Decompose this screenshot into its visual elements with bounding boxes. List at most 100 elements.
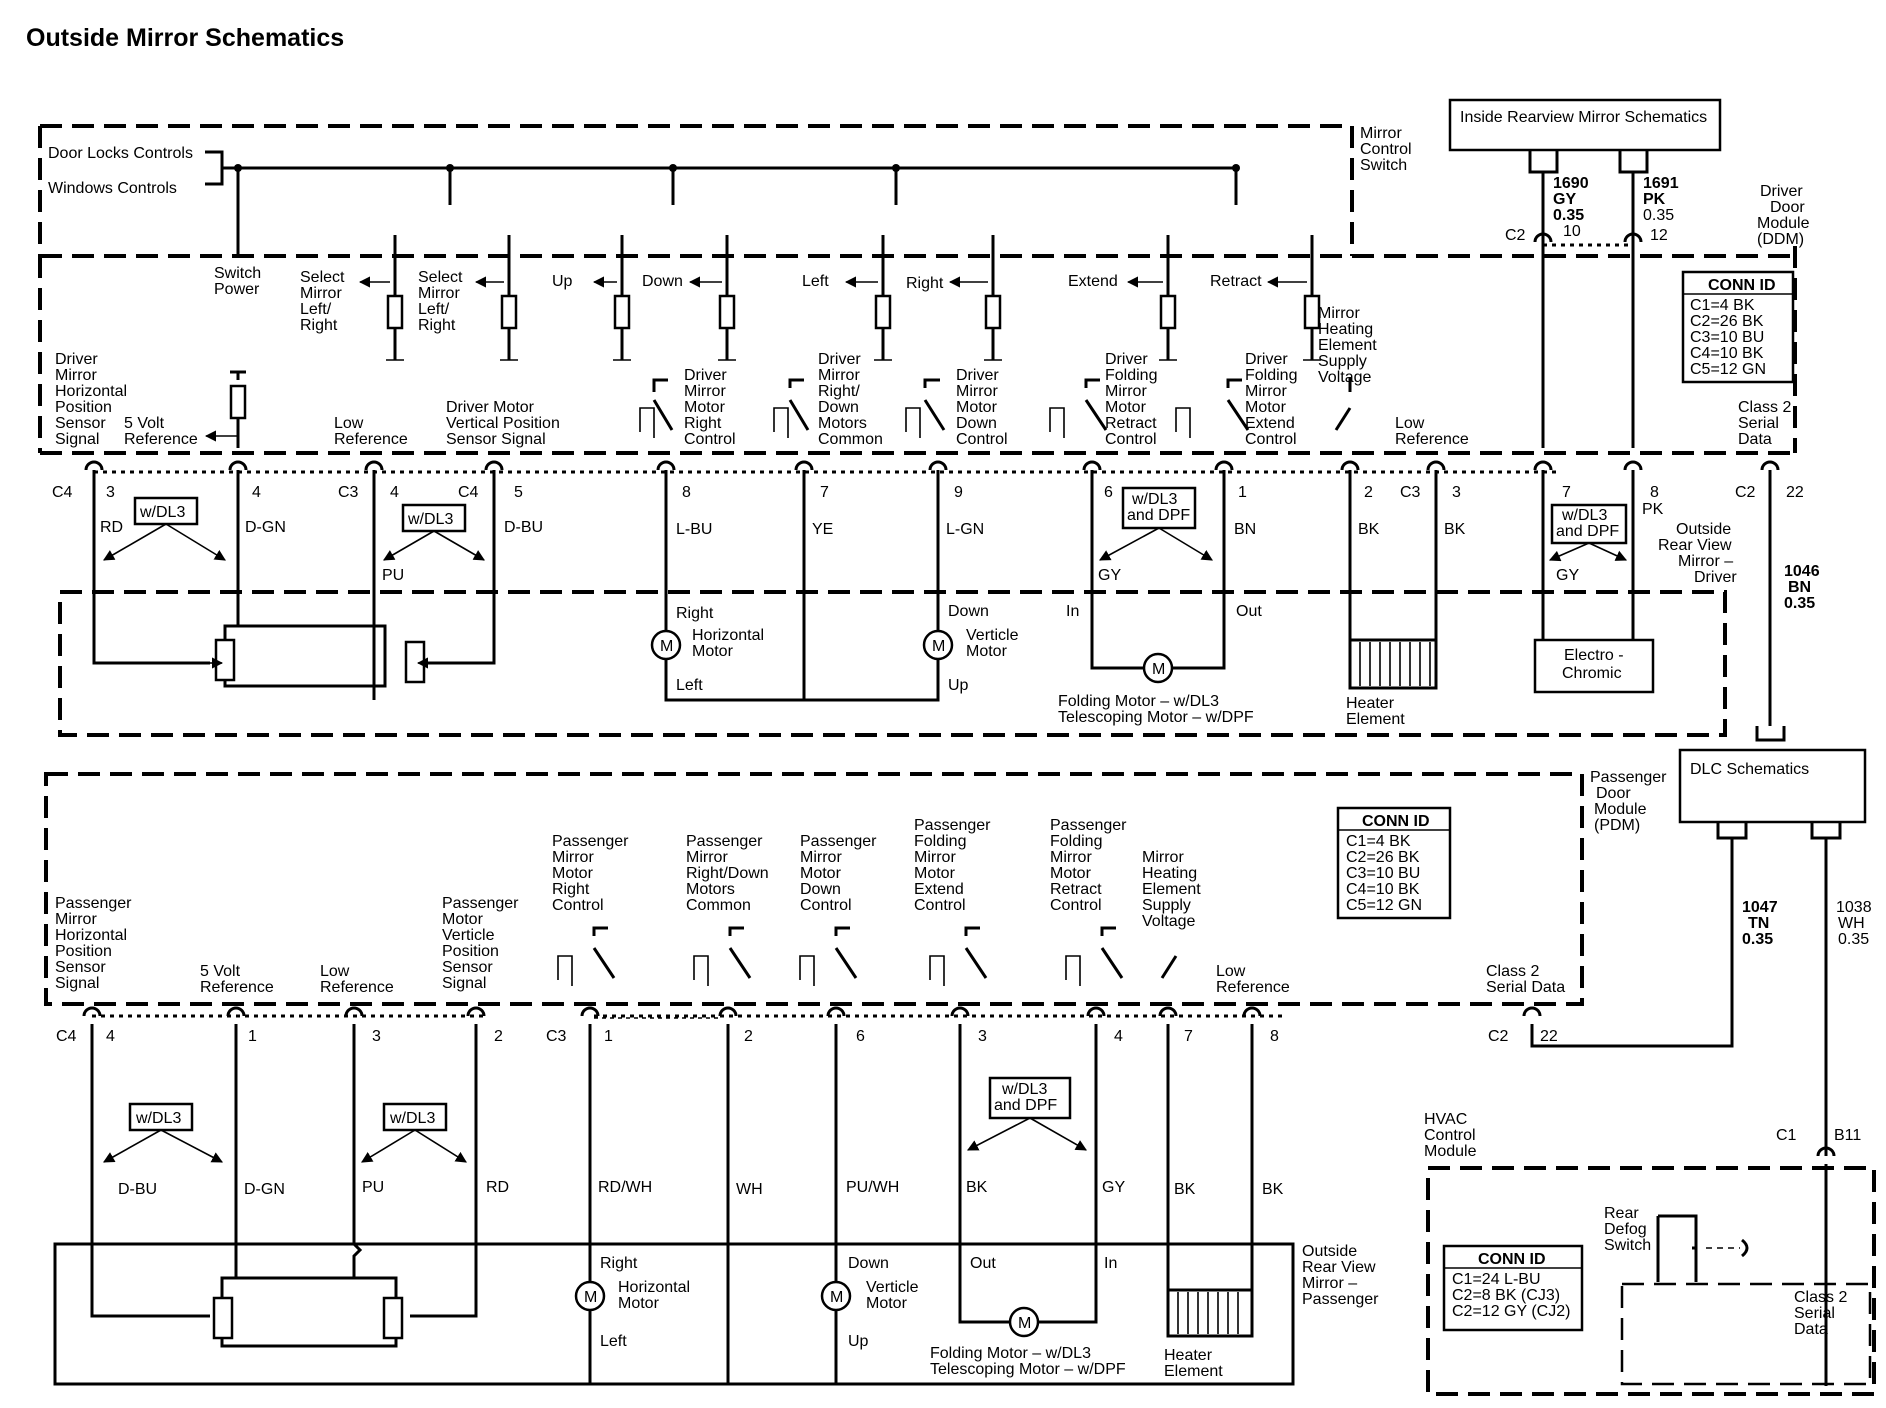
svg-text:BK: BK bbox=[1444, 521, 1466, 538]
svg-text:Motor: Motor bbox=[800, 865, 842, 882]
svg-text:Heating: Heating bbox=[1142, 865, 1197, 882]
svg-text:C3: C3 bbox=[1400, 484, 1421, 501]
svg-text:Motor: Motor bbox=[684, 399, 726, 416]
svg-text:Retract: Retract bbox=[1210, 273, 1262, 290]
svg-text:C1=4 BK: C1=4 BK bbox=[1346, 833, 1411, 850]
svg-text:Control: Control bbox=[552, 897, 604, 914]
passenger-wires: M M M bbox=[90, 1024, 1254, 1384]
svg-text:Mirror: Mirror bbox=[956, 383, 998, 400]
svg-text:Motor: Motor bbox=[1245, 399, 1287, 416]
svg-text:Right: Right bbox=[906, 275, 944, 292]
right-switch: Right bbox=[906, 235, 1002, 360]
svg-text:Control: Control bbox=[1360, 141, 1412, 158]
svg-text:C4: C4 bbox=[458, 484, 479, 501]
svg-text:HVAC: HVAC bbox=[1424, 1111, 1467, 1128]
driver-mirror-box bbox=[58, 590, 1727, 737]
svg-text:Driver: Driver bbox=[1245, 351, 1288, 368]
svg-text:D-BU: D-BU bbox=[118, 1181, 157, 1198]
svg-text:Rear View: Rear View bbox=[1302, 1259, 1376, 1276]
svg-text:C2: C2 bbox=[1488, 1028, 1509, 1045]
svg-text:1046: 1046 bbox=[1784, 563, 1820, 580]
electro-chromic-label-2: Chromic bbox=[1562, 665, 1622, 682]
svg-text:Supply: Supply bbox=[1142, 897, 1191, 914]
svg-text:Mirror: Mirror bbox=[1050, 849, 1092, 866]
svg-text:Element: Element bbox=[1164, 1363, 1223, 1380]
svg-text:YE: YE bbox=[812, 521, 833, 538]
svg-text:w/DL3: w/DL3 bbox=[1561, 507, 1607, 524]
svg-text:Low: Low bbox=[1216, 963, 1246, 980]
svg-text:Mirror: Mirror bbox=[1318, 305, 1360, 322]
svg-text:Element: Element bbox=[1142, 881, 1201, 898]
svg-text:WH: WH bbox=[1838, 915, 1865, 932]
svg-text:Position: Position bbox=[55, 943, 112, 960]
svg-text:2: 2 bbox=[1364, 484, 1373, 501]
svg-text:Mirror –: Mirror – bbox=[1302, 1275, 1357, 1292]
passenger-motor-labels: Right Horizontal Motor Left Down Verticl… bbox=[600, 1255, 1223, 1380]
svg-text:Signal: Signal bbox=[55, 975, 99, 992]
svg-text:Reference: Reference bbox=[124, 431, 198, 448]
svg-text:D-GN: D-GN bbox=[245, 519, 286, 536]
svg-text:C4: C4 bbox=[56, 1028, 77, 1045]
svg-text:Mirror –: Mirror – bbox=[1678, 553, 1733, 570]
svg-text:C5=12 GN: C5=12 GN bbox=[1690, 361, 1766, 378]
svg-text:GY: GY bbox=[1098, 567, 1121, 584]
svg-text:Folding: Folding bbox=[1105, 367, 1157, 384]
svg-text:Mirror: Mirror bbox=[1360, 125, 1402, 142]
mirror-control-switch-label: Mirror Control Switch bbox=[1360, 125, 1412, 174]
svg-text:Data: Data bbox=[1794, 1321, 1828, 1338]
svg-text:M: M bbox=[932, 638, 945, 655]
svg-text:Down: Down bbox=[800, 881, 841, 898]
svg-text:Verticle: Verticle bbox=[866, 1279, 919, 1296]
svg-text:Control: Control bbox=[1105, 431, 1157, 448]
svg-text:Folding: Folding bbox=[914, 833, 966, 850]
svg-text:Folding: Folding bbox=[1245, 367, 1297, 384]
svg-text:PU: PU bbox=[382, 567, 404, 584]
svg-text:Outside: Outside bbox=[1302, 1243, 1357, 1260]
svg-text:GY: GY bbox=[1553, 191, 1576, 208]
svg-text:C3: C3 bbox=[546, 1028, 567, 1045]
svg-text:Down: Down bbox=[948, 603, 989, 620]
svg-text:Telescoping Motor – w/DPF: Telescoping Motor – w/DPF bbox=[930, 1361, 1126, 1378]
svg-text:w/DL3: w/DL3 bbox=[389, 1110, 435, 1127]
svg-text:Serial Data: Serial Data bbox=[1486, 979, 1565, 996]
svg-text:PK: PK bbox=[1643, 191, 1666, 208]
svg-text:Low: Low bbox=[320, 963, 350, 980]
select-left-right-switch-1: Select Mirror Left/ Right bbox=[300, 235, 404, 360]
svg-text:C4=10 BK: C4=10 BK bbox=[1690, 345, 1764, 362]
driver-wires: M M M Electro - Chromic bbox=[92, 480, 1786, 742]
svg-text:Horizontal: Horizontal bbox=[55, 383, 127, 400]
svg-text:Class 2: Class 2 bbox=[1486, 963, 1539, 980]
svg-text:Left: Left bbox=[802, 273, 829, 290]
svg-text:DLC Schematics: DLC Schematics bbox=[1690, 761, 1809, 778]
svg-text:Reference: Reference bbox=[1216, 979, 1290, 996]
driver-wire-colors: RD D-GN PU D-BU L-BU YE L-GN GY BN BK BK… bbox=[100, 501, 1664, 584]
svg-text:7: 7 bbox=[820, 484, 829, 501]
svg-text:Mirror: Mirror bbox=[1245, 383, 1287, 400]
svg-text:12: 12 bbox=[1650, 227, 1668, 244]
svg-text:Extend: Extend bbox=[1245, 415, 1295, 432]
svg-text:0.35: 0.35 bbox=[1784, 595, 1815, 612]
svg-text:WH: WH bbox=[736, 1181, 763, 1198]
svg-text:Motor: Motor bbox=[442, 911, 484, 928]
svg-text:Control: Control bbox=[684, 431, 736, 448]
driver-connector-row: C4 3 4 C3 4 C4 5 8 7 9 6 1 2 C3 3 7 8 C2… bbox=[52, 232, 1804, 501]
svg-text:BK: BK bbox=[1358, 521, 1380, 538]
svg-text:Left: Left bbox=[676, 677, 703, 694]
svg-text:Left/: Left/ bbox=[300, 301, 332, 318]
svg-text:Passenger: Passenger bbox=[914, 817, 991, 834]
hvac-control-module: HVAC Control Module C1 B11 CONN ID C1=24… bbox=[1424, 1111, 1876, 1396]
svg-text:Door: Door bbox=[1596, 785, 1631, 802]
svg-text:Position: Position bbox=[442, 943, 499, 960]
electro-chromic-label-1: Electro - bbox=[1564, 647, 1624, 664]
extend-switch: Extend bbox=[1068, 235, 1177, 360]
svg-text:Heater: Heater bbox=[1346, 695, 1395, 712]
windows-controls-label: Windows Controls bbox=[48, 180, 177, 197]
svg-text:Power: Power bbox=[214, 281, 260, 298]
svg-text:C1=4 BK: C1=4 BK bbox=[1690, 297, 1755, 314]
svg-text:Door: Door bbox=[1770, 199, 1805, 216]
svg-text:Supply: Supply bbox=[1318, 353, 1367, 370]
svg-text:Right/: Right/ bbox=[818, 383, 860, 400]
svg-text:(PDM): (PDM) bbox=[1594, 817, 1640, 834]
svg-text:Driver: Driver bbox=[1105, 351, 1148, 368]
svg-text:5 Volt: 5 Volt bbox=[124, 415, 165, 432]
